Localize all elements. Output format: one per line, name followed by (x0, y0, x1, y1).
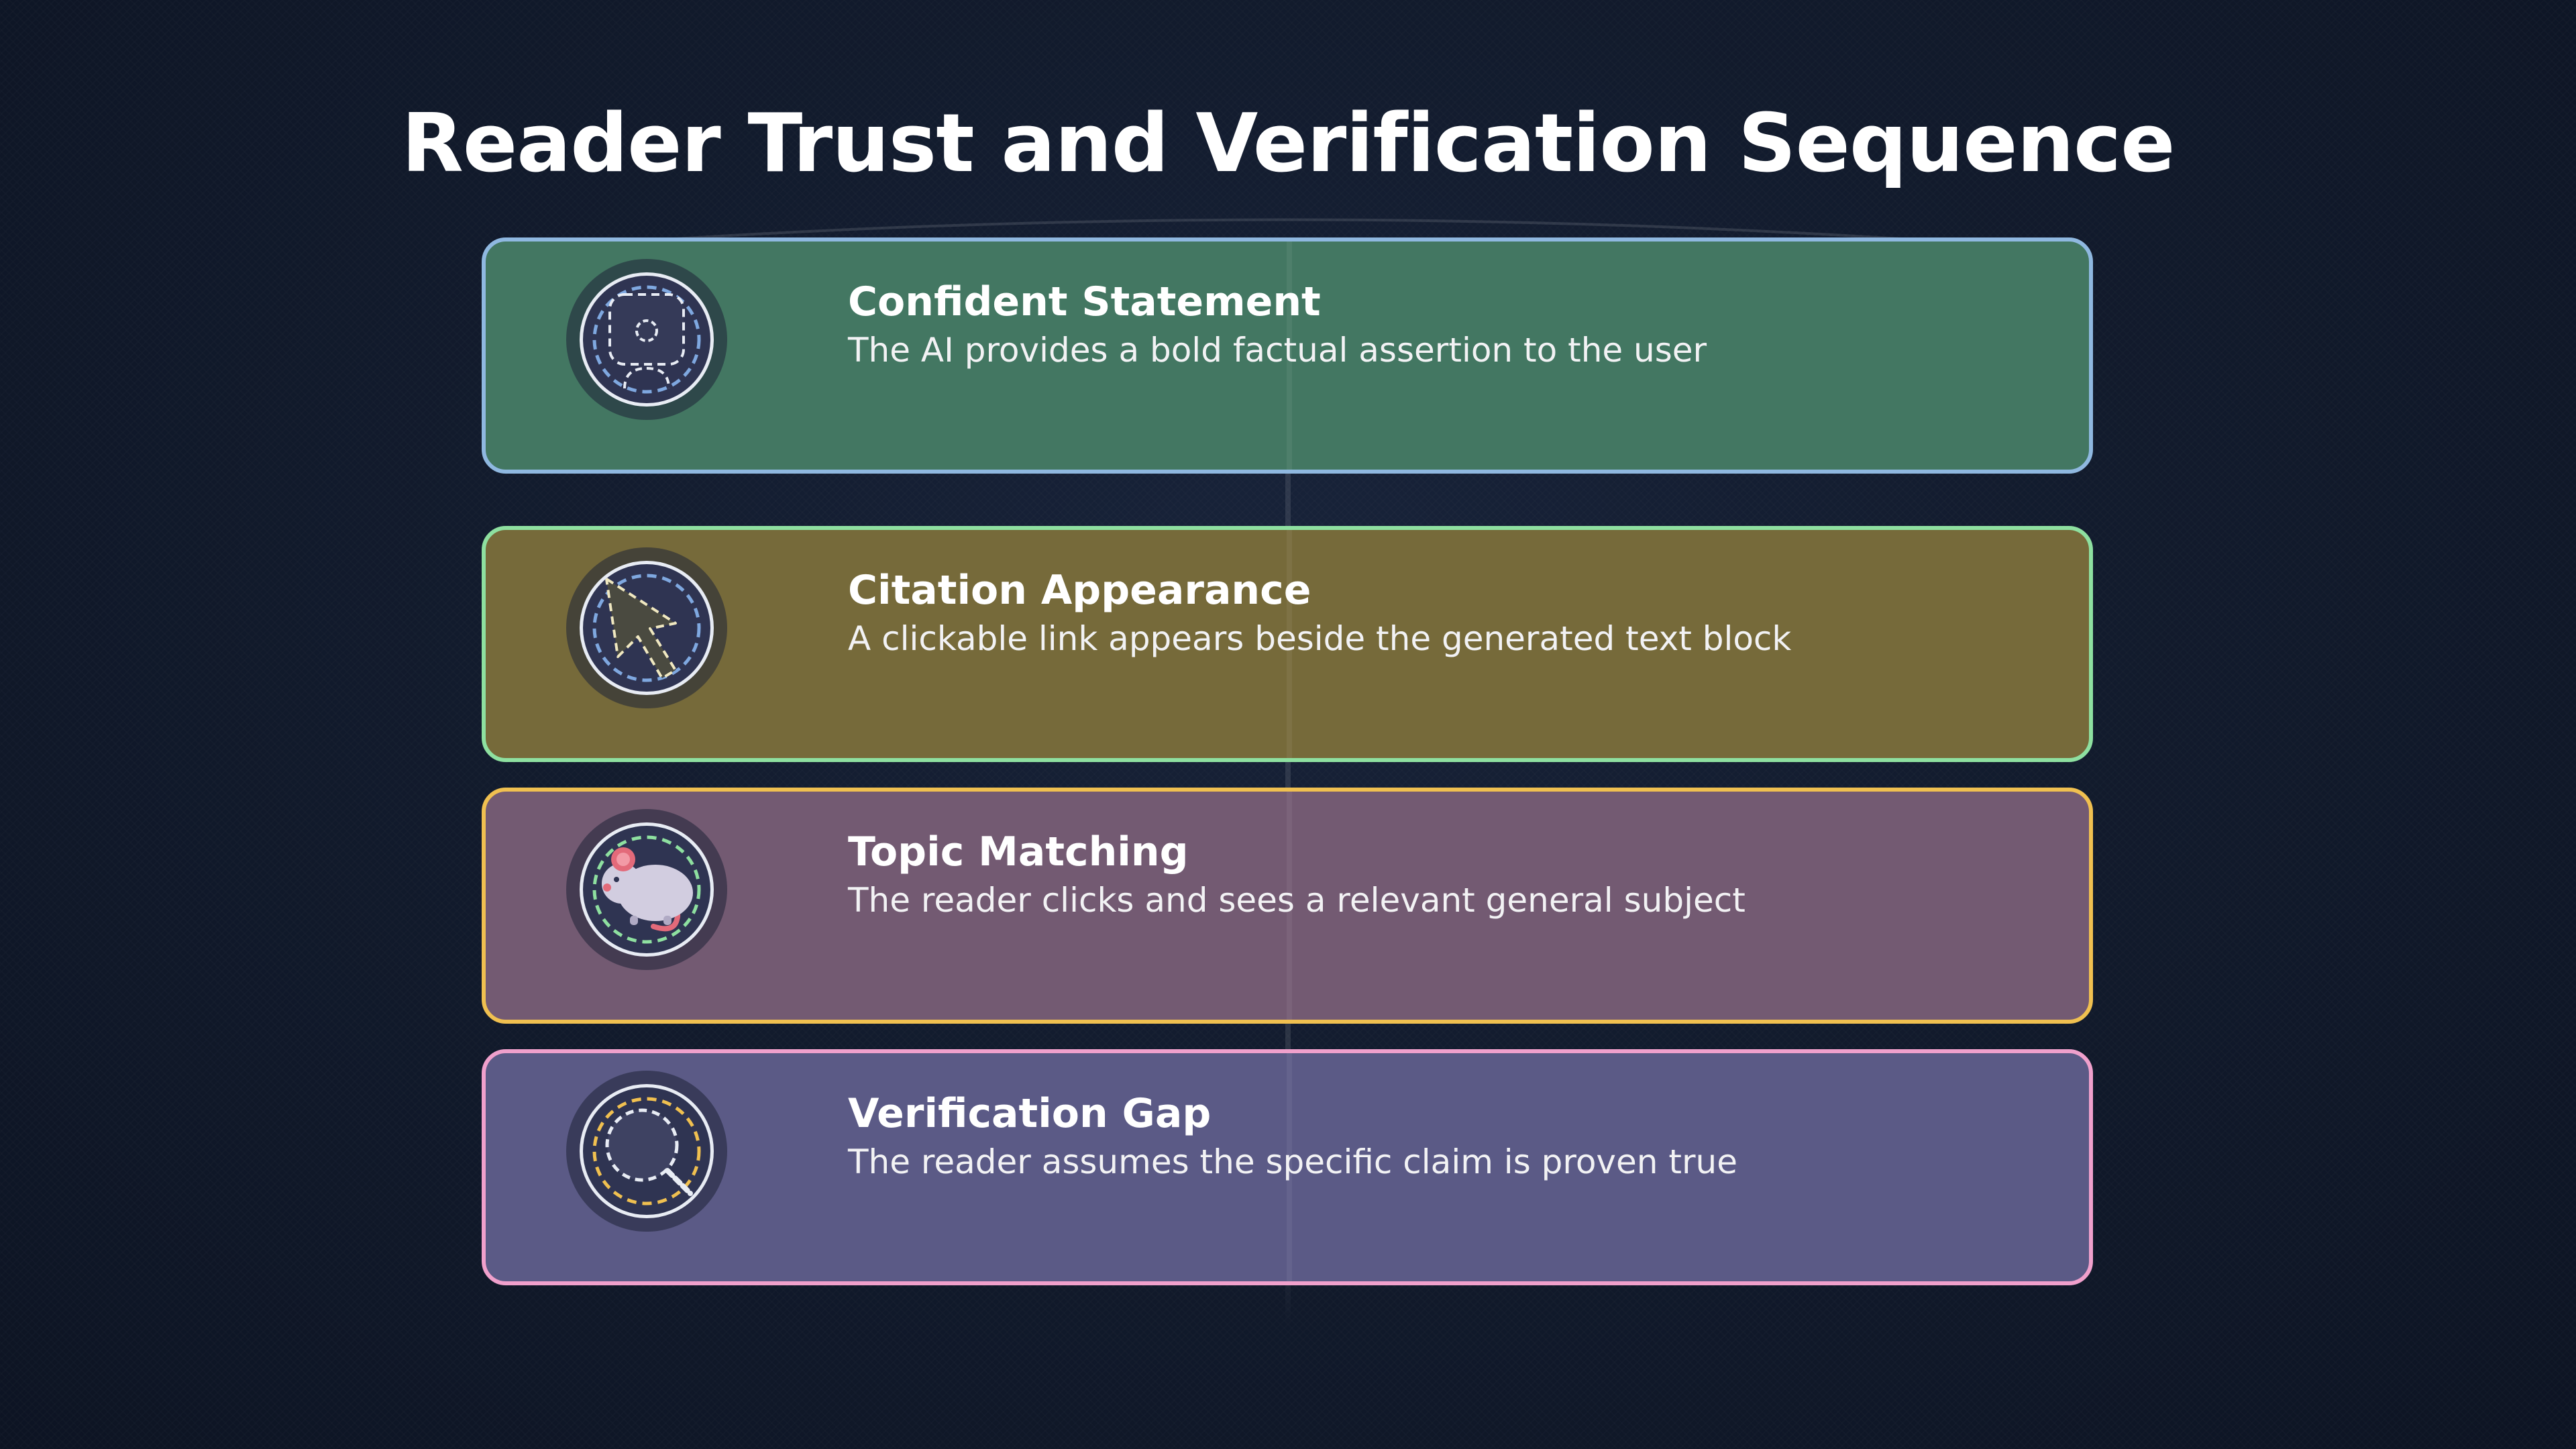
step-card-verification-gap: Verification Gap The reader assumes the … (482, 1049, 2093, 1285)
sequence-spine (1285, 238, 1291, 1325)
step-description: The reader clicks and sees a relevant ge… (848, 881, 1746, 920)
step-title: Verification Gap (848, 1090, 1212, 1137)
step-title: Confident Statement (848, 278, 1321, 325)
step-description: The reader assumes the specific claim is… (848, 1142, 1737, 1181)
step-card-topic-matching: Topic Matching The reader clicks and see… (482, 788, 2093, 1024)
mouse-icon (580, 822, 714, 957)
step-icon-badge (566, 259, 727, 420)
robot-icon (580, 272, 714, 407)
step-description: The AI provides a bold factual assertion… (848, 331, 1707, 370)
step-description: A clickable link appears beside the gene… (848, 619, 1792, 658)
step-icon-badge (566, 809, 727, 970)
page-title: Reader Trust and Verification Sequence (401, 97, 2175, 191)
step-icon-badge (566, 1071, 727, 1232)
cursor-icon (580, 561, 714, 695)
step-card-citation-appearance: Citation Appearance A clickable link app… (482, 526, 2093, 762)
magnifier-icon (580, 1084, 714, 1218)
step-icon-badge (566, 547, 727, 708)
step-card-confident-statement: Confident Statement The AI provides a bo… (482, 237, 2093, 474)
top-arc-decoration (496, 218, 2080, 253)
step-title: Topic Matching (848, 828, 1189, 875)
step-title: Citation Appearance (848, 567, 1311, 614)
